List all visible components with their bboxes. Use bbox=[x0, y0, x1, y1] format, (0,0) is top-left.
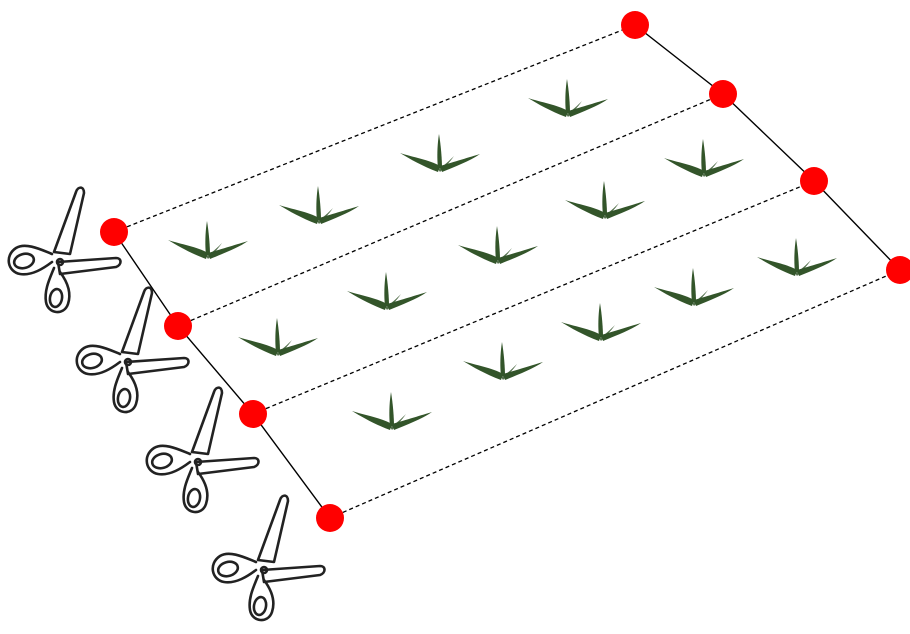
scissors-icon bbox=[75, 286, 190, 414]
post-marker bbox=[164, 312, 192, 340]
seedling-icon bbox=[168, 221, 248, 259]
scissors-group bbox=[7, 186, 326, 622]
seedling-icon bbox=[654, 268, 734, 306]
seedling-icon bbox=[347, 272, 427, 310]
plant-grid bbox=[168, 79, 837, 430]
seedling-icon bbox=[664, 139, 744, 177]
seedling-icon bbox=[238, 318, 318, 356]
post-marker bbox=[709, 80, 737, 108]
left-edge-line bbox=[113, 231, 331, 519]
string-lines bbox=[113, 24, 901, 519]
scissors-icon bbox=[211, 494, 326, 622]
scissors-icon bbox=[7, 186, 122, 314]
string-line bbox=[252, 180, 815, 415]
string-line bbox=[329, 269, 901, 519]
seedling-icon bbox=[528, 79, 608, 117]
post-marker bbox=[800, 167, 828, 195]
seedling-icon bbox=[400, 134, 480, 172]
post-marker bbox=[316, 504, 344, 532]
seedling-icon bbox=[352, 392, 432, 430]
post-markers bbox=[100, 11, 910, 532]
post-marker bbox=[621, 11, 649, 39]
post-marker bbox=[239, 400, 267, 428]
seedling-icon bbox=[463, 342, 543, 380]
seedling-icon bbox=[279, 186, 359, 224]
seedling-icon bbox=[757, 238, 837, 276]
seedling-icon bbox=[565, 181, 645, 219]
post-marker bbox=[100, 218, 128, 246]
right-edge-line bbox=[634, 24, 901, 271]
post-marker bbox=[886, 256, 910, 284]
string-line bbox=[113, 24, 636, 233]
plot-edges bbox=[113, 24, 901, 519]
string-line bbox=[177, 93, 724, 327]
seedling-icon bbox=[458, 226, 538, 264]
seedling-icon bbox=[561, 303, 641, 341]
